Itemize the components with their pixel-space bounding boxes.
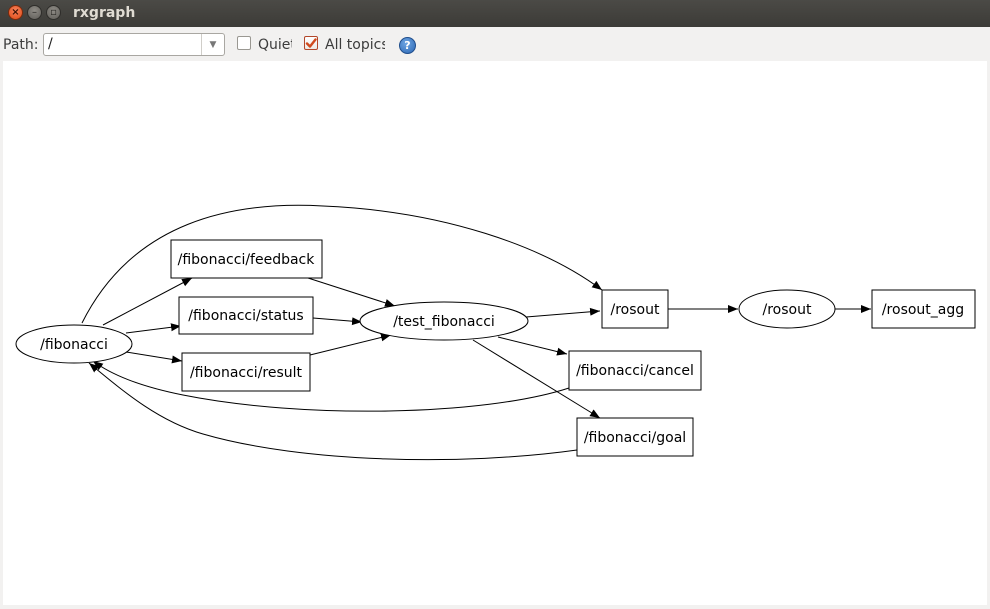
node-result-shape[interactable] — [181, 352, 311, 392]
node-feedback-shape[interactable] — [170, 239, 323, 279]
node-test-fibonacci-label: /test_fibonacci — [393, 314, 495, 330]
node-fibonacci-label: /fibonacci — [40, 337, 108, 353]
path-combobox[interactable]: / ▼ — [43, 33, 225, 56]
node-rosout-agg-shape[interactable] — [871, 289, 976, 329]
graph-edge — [92, 360, 570, 412]
quiet-checkbox[interactable] — [237, 36, 251, 50]
close-window-button[interactable]: × — [8, 5, 23, 20]
node-feedback-label: /fibonacci/feedback — [178, 252, 316, 268]
graph-svg: /fibonacci /fibonacci/feedback /fibonacc… — [15, 204, 976, 461]
node-fibonacci-shape[interactable] — [15, 324, 133, 364]
all-topics-label[interactable]: All topics — [325, 37, 385, 53]
node-goal-label: /fibonacci/goal — [584, 430, 686, 446]
chevron-down-icon[interactable]: ▼ — [201, 34, 224, 55]
minimize-icon: – — [32, 6, 37, 18]
maximize-icon: ▫ — [50, 6, 57, 18]
node-test-fibonacci-shape[interactable] — [359, 301, 529, 341]
title-bar: × – ▫ rxgraph — [0, 0, 990, 27]
graph-canvas[interactable]: /fibonacci /fibonacci/feedback /fibonacc… — [3, 61, 987, 605]
graph-edge — [307, 277, 396, 307]
path-value[interactable]: / — [48, 36, 53, 52]
node-rosout-node-label: /rosout — [763, 302, 812, 318]
graph-nodes — [15, 239, 976, 457]
node-goal-shape[interactable] — [576, 417, 694, 457]
graph-edge — [472, 339, 601, 419]
graph-edge — [88, 362, 578, 461]
window-title: rxgraph — [73, 5, 136, 21]
node-rosout-agg-label: /rosout_agg — [882, 302, 964, 318]
node-rosout-topic-label: /rosout — [611, 302, 660, 318]
path-label: Path: — [3, 37, 39, 53]
checkmark-icon — [305, 38, 317, 48]
node-cancel-shape[interactable] — [568, 350, 702, 391]
node-status-label: /fibonacci/status — [188, 308, 303, 324]
minimize-window-button[interactable]: – — [27, 5, 42, 20]
all-topics-checkbox[interactable] — [304, 36, 318, 50]
help-icon: ? — [404, 39, 411, 52]
maximize-window-button[interactable]: ▫ — [46, 5, 61, 20]
graph-edge — [312, 317, 363, 326]
close-icon: × — [11, 6, 20, 18]
graph-edge — [309, 333, 392, 356]
toolbar: Path: / ▼ Quiet All topics ? — [0, 27, 990, 61]
graph-edge — [497, 336, 568, 356]
graph-edge — [81, 204, 603, 324]
node-status-shape[interactable] — [178, 296, 314, 335]
graph-edge — [525, 307, 601, 318]
node-rosout-node-shape[interactable] — [738, 289, 836, 329]
graph-edge — [125, 351, 183, 364]
node-rosout-topic-shape[interactable] — [601, 289, 669, 329]
graph-edge — [102, 277, 193, 326]
node-cancel-label: /fibonacci/cancel — [576, 363, 694, 379]
node-result-label: /fibonacci/result — [190, 365, 303, 381]
help-button[interactable]: ? — [399, 37, 416, 54]
graph-edges — [81, 204, 871, 461]
graph-labels: /fibonacci /fibonacci/feedback /fibonacc… — [40, 252, 964, 446]
quiet-label[interactable]: Quiet — [258, 37, 292, 53]
graph-edge — [125, 323, 182, 334]
